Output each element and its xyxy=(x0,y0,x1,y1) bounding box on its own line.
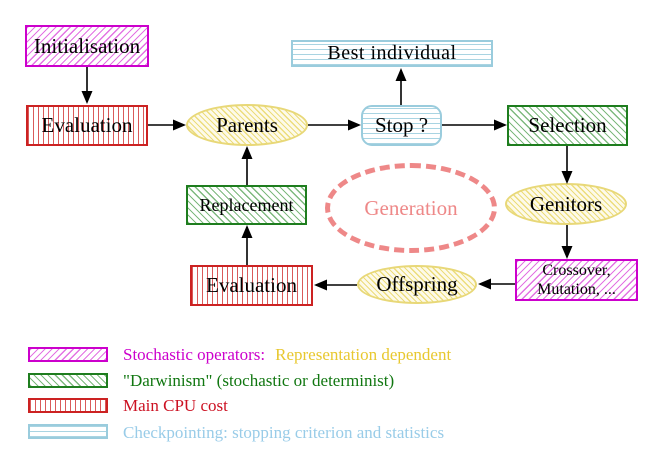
legend-row-cpu-cost: Main CPU cost xyxy=(123,396,228,416)
node-stop: Stop ? xyxy=(361,105,442,146)
node-crossover-mutation: Crossover, Mutation, ... xyxy=(515,259,638,301)
node-best-individual-label: Best individual xyxy=(327,42,457,64)
node-best-individual: Best individual xyxy=(291,40,493,67)
legend-label-cpu-cost: Main CPU cost xyxy=(123,396,228,415)
legend-row-darwinism: "Darwinism" (stochastic or determinist) xyxy=(123,371,394,391)
legend-label-stochastic-operators: Stochastic operators: xyxy=(123,345,266,364)
node-evaluation-bottom-label: Evaluation xyxy=(206,273,297,297)
node-crossover-label-line1: Crossover, xyxy=(542,261,611,279)
node-replacement: Replacement xyxy=(186,185,307,225)
node-genitors-label: Genitors xyxy=(529,191,603,216)
legend-label-representation-dependent: Representation dependent xyxy=(275,345,452,364)
node-selection: Selection xyxy=(507,105,628,146)
node-initialisation-label: Initialisation xyxy=(33,33,141,58)
node-evaluation-bottom: Evaluation xyxy=(190,265,313,306)
node-crossover-label-line2: Mutation, ... xyxy=(537,281,616,298)
legend-row-stochastic-operators: Stochastic operators: Representation depe… xyxy=(123,345,451,365)
node-selection-label: Selection xyxy=(528,113,607,137)
node-stop-label: Stop ? xyxy=(374,113,429,137)
node-initialisation: Initialisation xyxy=(25,25,149,67)
legend-label-darwinism: "Darwinism" (stochastic or determinist) xyxy=(123,371,395,390)
node-genitors: Genitors xyxy=(505,183,627,225)
node-offspring-label: Offspring xyxy=(376,272,458,296)
node-replacement-label: Replacement xyxy=(199,194,294,215)
legend-swatch-darwinism xyxy=(28,373,108,388)
node-evaluation-top: Evaluation xyxy=(26,105,148,146)
node-evaluation-top-label: Evaluation xyxy=(41,113,133,137)
node-parents: Parents xyxy=(186,104,308,146)
legend-swatch-stochastic-operators xyxy=(28,347,108,362)
legend-label-checkpointing: Checkpointing: stopping criterion and st… xyxy=(123,423,445,442)
legend-swatch-checkpointing xyxy=(28,424,108,439)
node-offspring: Offspring xyxy=(357,265,477,304)
legend-row-checkpointing: Checkpointing: stopping criterion and st… xyxy=(123,423,444,443)
generation-label: Generation xyxy=(364,195,458,220)
node-parents-label: Parents xyxy=(216,112,278,137)
generation-cycle-ellipse: Generation xyxy=(325,163,497,253)
legend-swatch-cpu-cost xyxy=(28,398,108,413)
